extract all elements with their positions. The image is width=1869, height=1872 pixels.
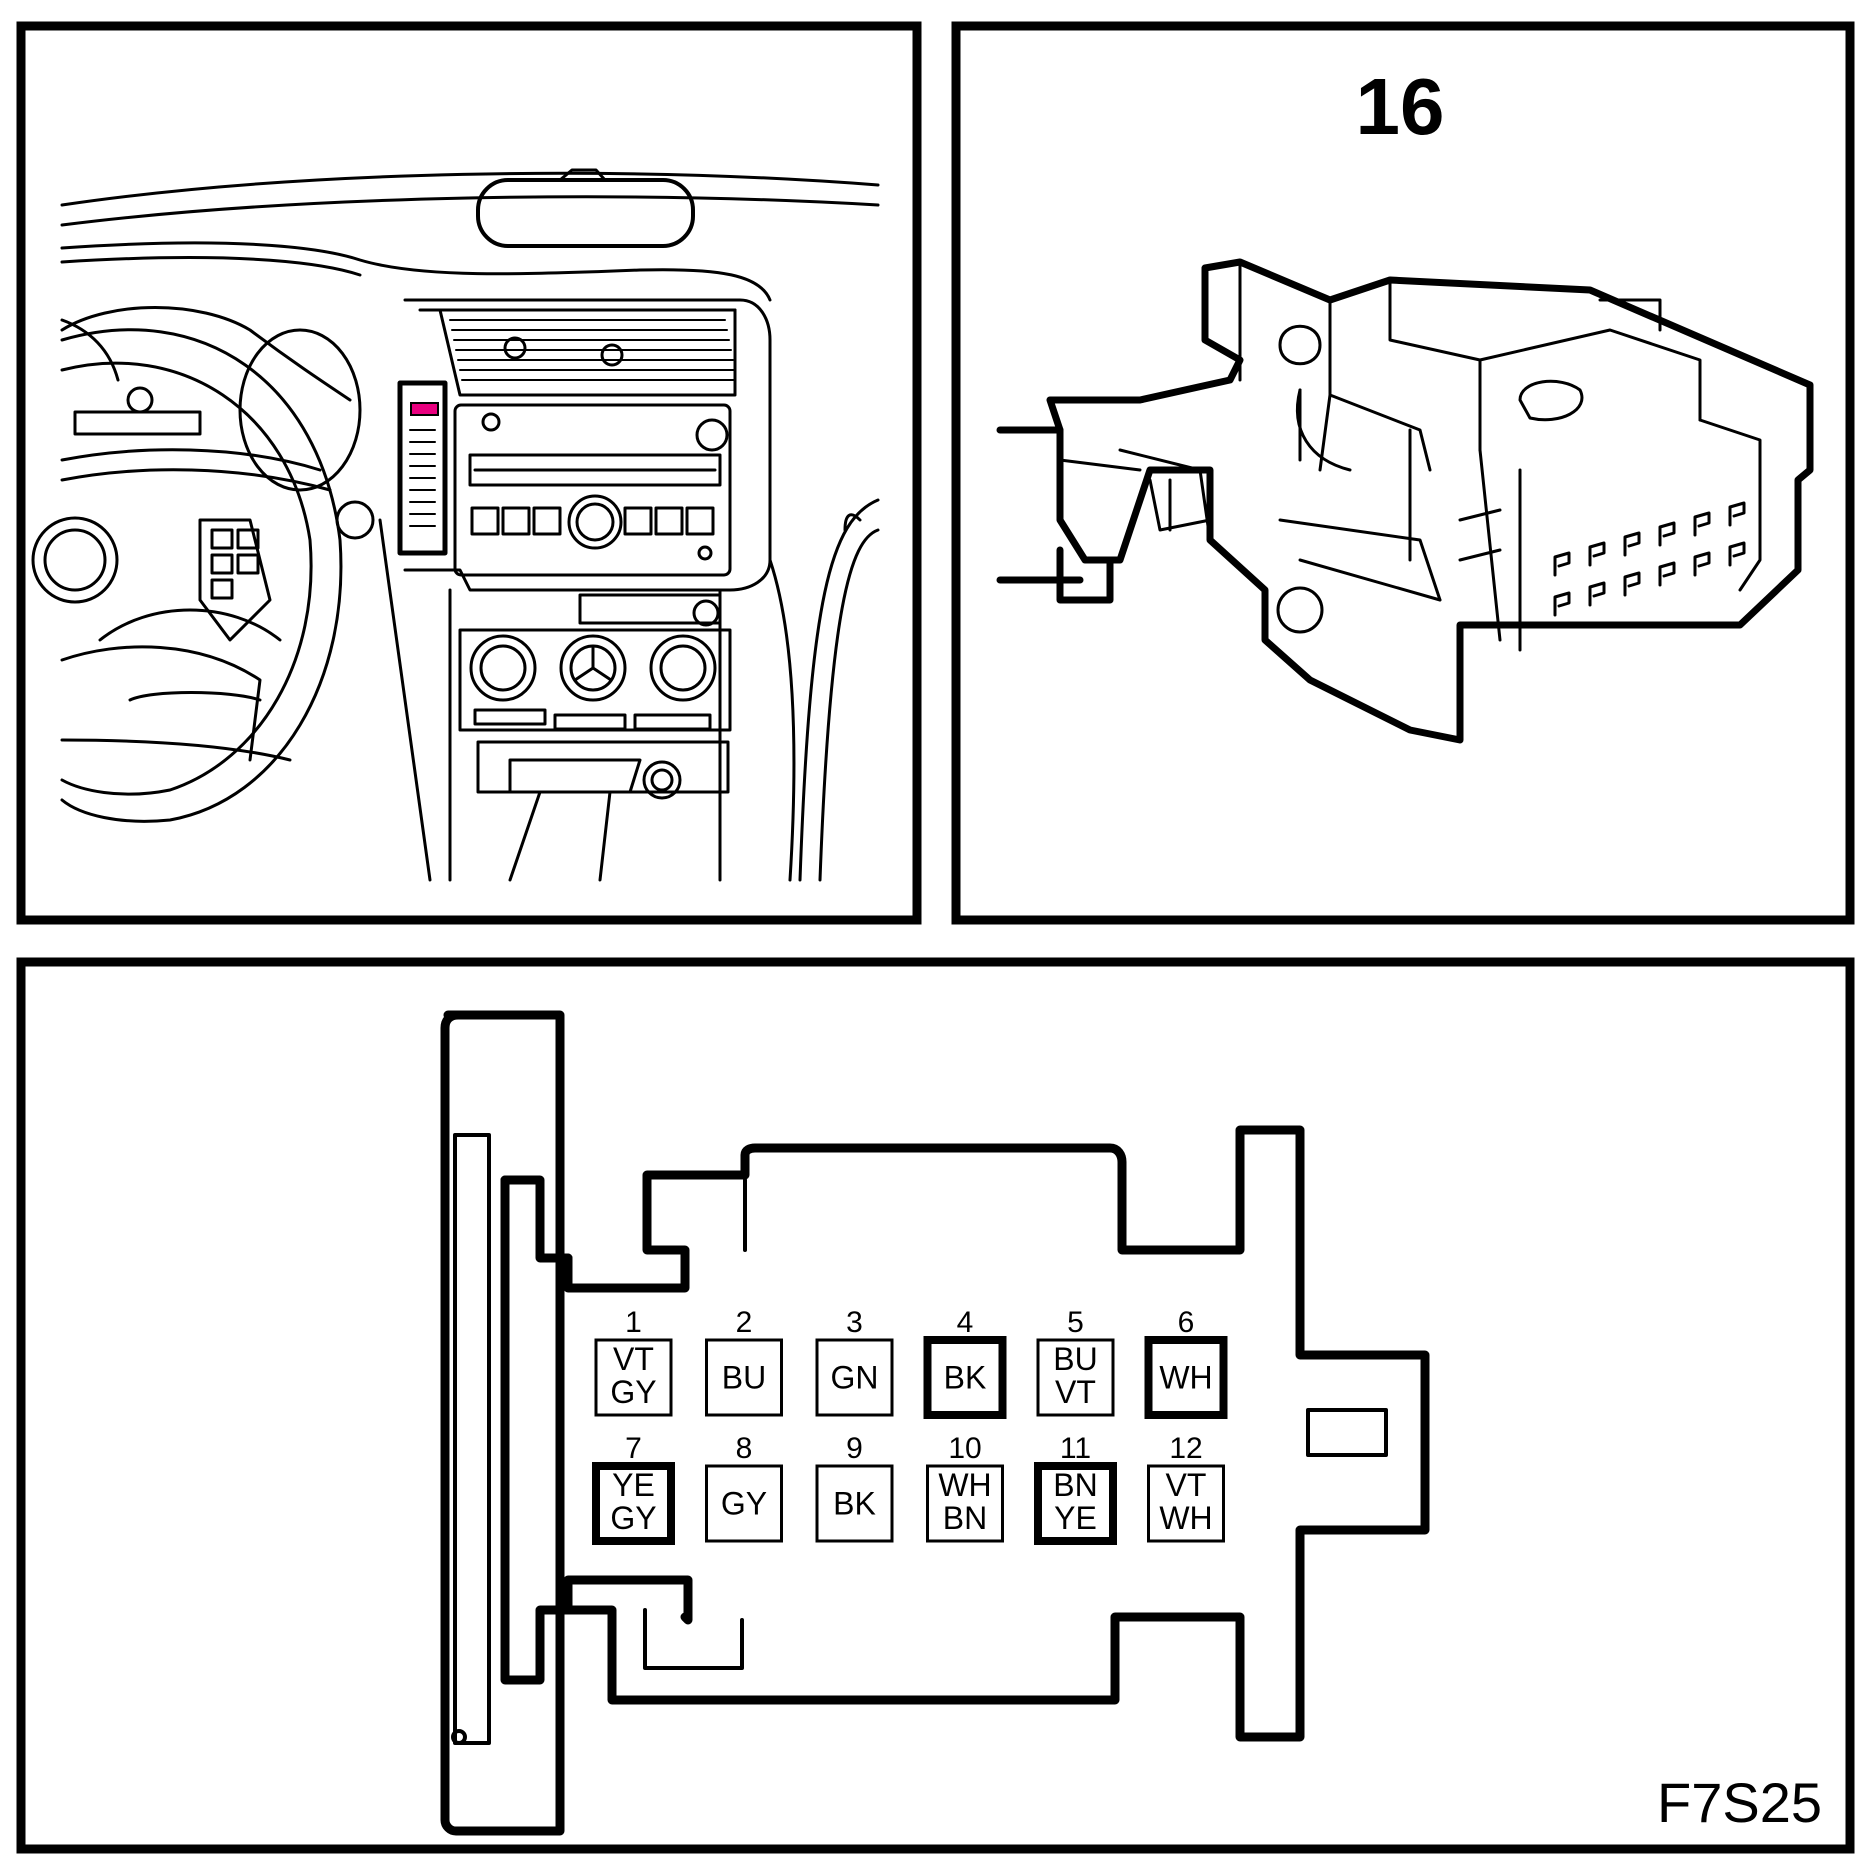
pin-cavity [923,1336,1007,1419]
pin-cavity [926,1464,1004,1543]
wire-color-code: BN [1053,1467,1097,1503]
wire-color-code: YE [612,1467,655,1503]
pin-number: 1 [625,1306,642,1339]
wire-color-code: BU [722,1360,766,1396]
pin-number: 5 [1067,1306,1084,1339]
pin-number: 3 [846,1306,863,1339]
pin-cavity [705,1338,783,1417]
pin-cavity [592,1462,675,1545]
wire-color-code: GN [831,1360,879,1396]
pin-number: 6 [1178,1306,1195,1339]
pin-grid: 1VTGY2BU3GN4BK5BUVT6WH7YEGY8GY9BK10WHBN1… [592,1306,1228,1545]
connector-number-label: 16 [1356,62,1445,151]
figure-code: F7S25 [1657,1771,1822,1834]
pin-number: 11 [1060,1432,1091,1465]
pin-cavity [1034,1462,1117,1545]
pin-number: 7 [625,1432,642,1465]
pin-cavity [815,1338,894,1417]
connector-3d-panel: 16 [951,21,1855,925]
wire-color-code: VT [1166,1467,1207,1503]
wire-color-code: WH [938,1467,991,1503]
pin-cavity [1036,1338,1115,1417]
module-location-highlight [410,402,439,416]
pin-cavity [815,1464,894,1543]
pin-number: 8 [736,1432,753,1465]
pin-number: 10 [948,1432,981,1465]
pin-cavity [705,1464,783,1543]
wire-color-code: GY [610,1500,656,1536]
pin-number: 2 [736,1306,753,1339]
pin-cavity [594,1338,673,1417]
pin-number: 4 [957,1306,974,1339]
wire-color-code: BN [943,1500,987,1536]
wire-color-code: VT [1055,1374,1096,1410]
dashboard-location-panel [16,21,922,925]
wire-color-code: WH [1159,1360,1212,1396]
wire-color-code: YE [1054,1500,1097,1536]
pin-cavity [1147,1464,1225,1543]
pin-number: 9 [846,1432,863,1465]
wire-color-code: BU [1053,1341,1097,1377]
wire-color-code: GY [610,1374,656,1410]
wire-color-code: WH [1159,1500,1212,1536]
wire-color-code: GY [721,1486,767,1522]
wire-color-code: BK [833,1486,876,1522]
wire-color-code: BK [944,1360,987,1396]
pin-number: 12 [1169,1432,1202,1465]
pin-cavity [1144,1336,1228,1419]
connector-pinout-panel: 1VTGY2BU3GN4BK5BUVT6WH7YEGY8GY9BK10WHBN1… [16,957,1855,1854]
wire-color-code: VT [613,1341,654,1377]
